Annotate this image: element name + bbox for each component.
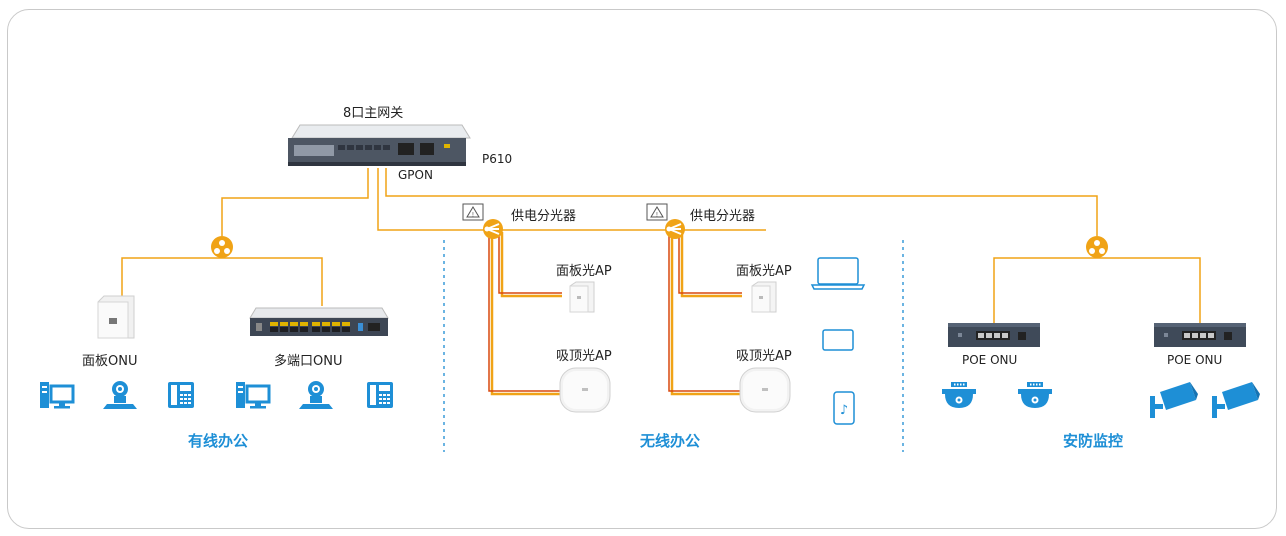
gateway-model: P610 <box>482 152 513 166</box>
warning-icon <box>462 203 484 221</box>
power-splitter-icon <box>664 218 686 240</box>
panel-onu-label: 面板ONU <box>82 354 138 369</box>
poe-onu-icon <box>948 323 1040 347</box>
dome-camera-icon <box>942 382 976 408</box>
dome-camera-icon <box>1018 382 1052 408</box>
gateway-title: 8口主网关 <box>343 106 404 121</box>
svg-text:♪: ♪ <box>840 403 848 418</box>
panel-ap-icon <box>569 281 595 313</box>
pc-icon <box>234 380 271 410</box>
section-wired: 有线办公 <box>188 432 249 450</box>
poe-onu-icon <box>1154 323 1246 347</box>
splitter-label: 供电分光器 <box>511 209 577 224</box>
panel-ap-label: 面板光AP <box>556 264 612 279</box>
splitter-icon <box>1086 236 1108 258</box>
multiport-onu-label: 多端口ONU <box>274 354 343 369</box>
ip-phone-icon <box>367 382 393 408</box>
ceiling-ap-icon <box>739 367 791 413</box>
poe-onu-label: POE ONU <box>1167 353 1223 367</box>
fiber-lines <box>121 168 1201 323</box>
ceiling-ap-icon <box>559 367 611 413</box>
video-conference-icon <box>103 381 137 409</box>
ceiling-ap-label: 吸顶光AP <box>556 349 612 364</box>
phone-icon: ♪ <box>833 391 855 425</box>
section-wireless: 无线办公 <box>640 432 701 450</box>
ap-power-lines <box>488 232 742 396</box>
bullet-camera-icon <box>1212 382 1260 418</box>
panel-ap-label: 面板光AP <box>736 264 792 279</box>
splitter-icon <box>211 236 233 258</box>
panel-onu-icon <box>97 295 135 339</box>
bullet-camera-icon <box>1150 382 1198 418</box>
section-dividers <box>443 240 904 452</box>
router-icon <box>288 124 471 166</box>
pc-icon <box>38 380 75 410</box>
diagram-frame <box>7 9 1277 529</box>
gpon-label: GPON <box>398 168 433 182</box>
video-conference-icon <box>299 381 333 409</box>
laptop-icon <box>810 257 866 290</box>
splitter-label: 供电分光器 <box>690 209 756 224</box>
warning-icon <box>646 203 668 221</box>
tablet-icon <box>822 329 854 351</box>
section-security: 安防监控 <box>1063 432 1124 450</box>
power-splitter-icon <box>482 218 504 240</box>
ip-phone-icon <box>168 382 194 408</box>
switch-icon <box>249 307 389 336</box>
poe-onu-label: POE ONU <box>962 353 1018 367</box>
panel-ap-icon <box>751 281 777 313</box>
ceiling-ap-label: 吸顶光AP <box>736 349 792 364</box>
